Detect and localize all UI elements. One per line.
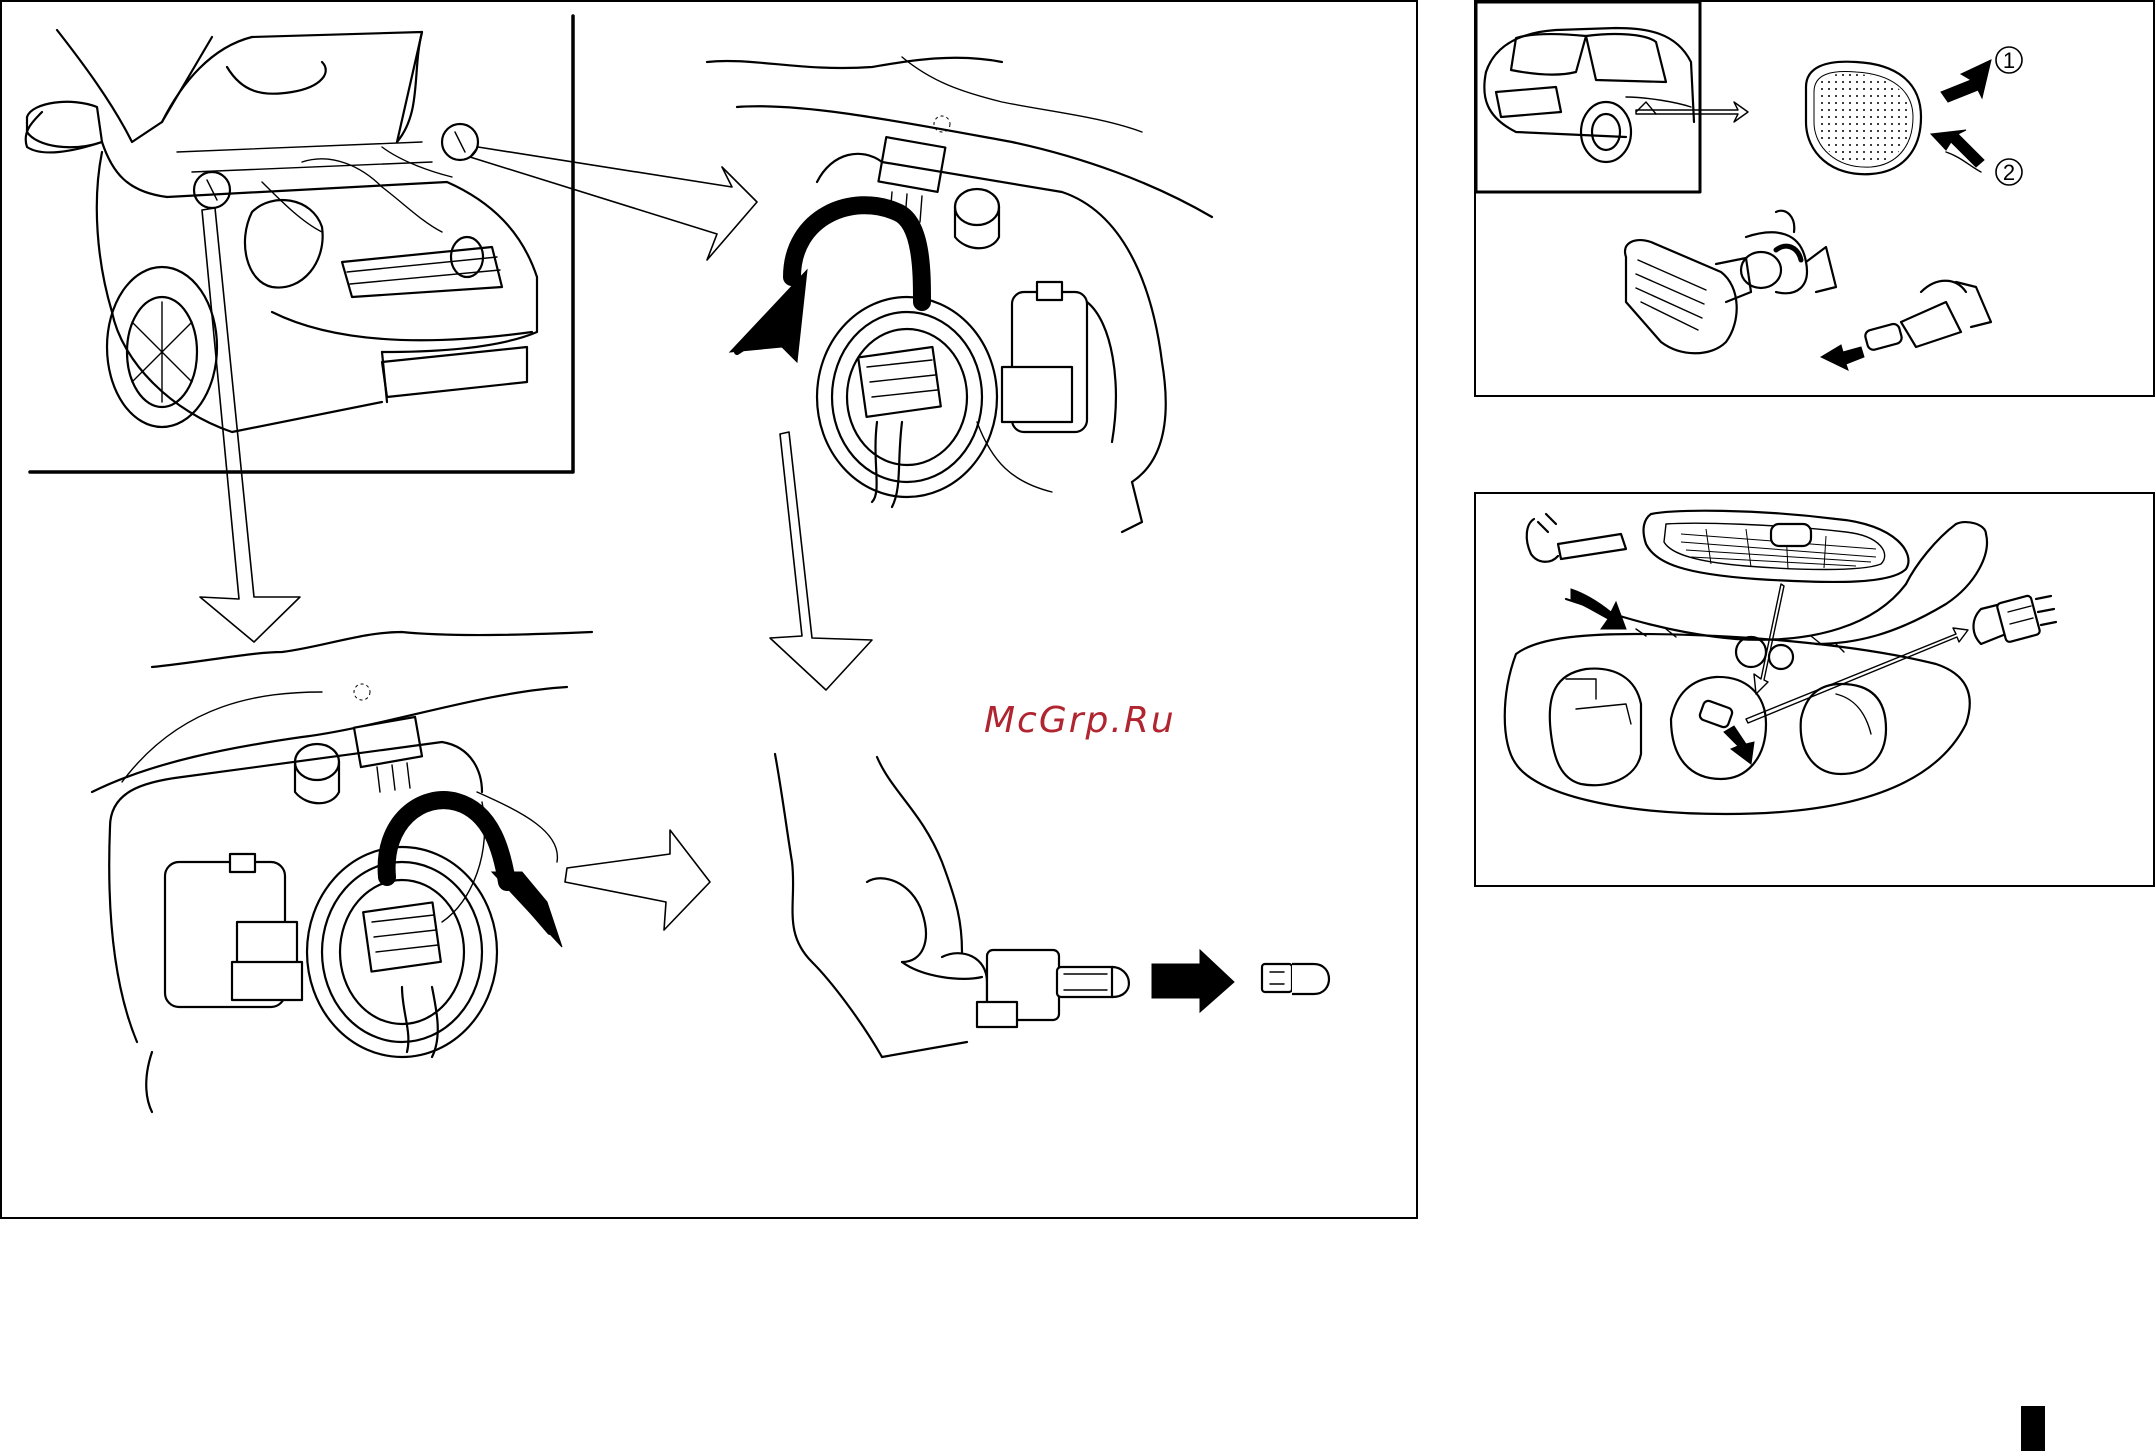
page-edge-tab (2021, 1406, 2045, 1451)
pull-arrow-icon (1931, 130, 1984, 167)
side-bulb-removal (1821, 281, 1991, 370)
car-side-inset (1484, 28, 1694, 162)
watermark: McGrp.Ru (984, 700, 1176, 741)
left-headlamp-view (92, 632, 592, 1112)
side-marker-panel: 1 2 (1474, 0, 2155, 397)
map-light-diagram-svg (1476, 494, 2153, 885)
push-arrow-icon (1941, 60, 1991, 102)
car-overview-inset (26, 16, 573, 472)
bulb-icon (1262, 964, 1329, 994)
bulb-removal-view (775, 754, 1329, 1057)
headlight-bulb-panel (0, 0, 1418, 1219)
side-marker-lens (1806, 62, 1921, 175)
lens-with-socket (1625, 211, 1836, 354)
callout-2: 2 (2003, 160, 2015, 185)
pointer-down-right (770, 432, 872, 690)
headlight-diagram-svg (2, 2, 1416, 1217)
side-marker-diagram-svg: 1 2 (1476, 2, 2153, 395)
callout-1: 1 (2003, 48, 2015, 73)
screwdriver-icon (1527, 514, 1626, 562)
pointer-right-lower (565, 830, 710, 930)
bulb-icon (1974, 595, 2057, 644)
map-light-panel (1474, 492, 2155, 887)
pointer-to-right-headlamp (470, 147, 757, 260)
